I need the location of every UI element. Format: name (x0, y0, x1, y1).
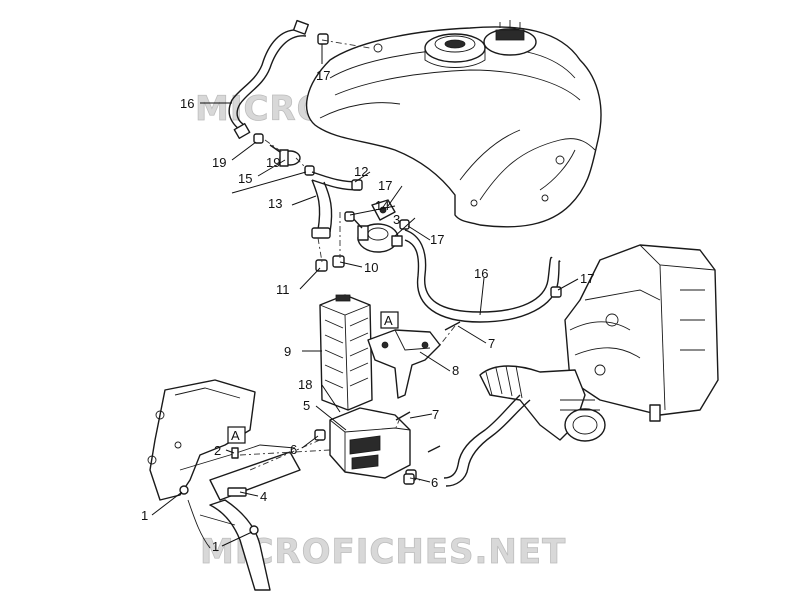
air-filter-box (564, 244, 719, 422)
callout-17-top: 17 (316, 68, 330, 83)
fuel-tank (305, 20, 602, 228)
callout-7-lower: 7 (432, 407, 439, 422)
clip-19b (304, 165, 315, 176)
clip-17-valve (399, 219, 410, 230)
canister-bracket-upper (367, 329, 441, 399)
screw-7a (444, 321, 461, 331)
callout-19-right: 19 (266, 155, 280, 170)
clip-6b (403, 473, 415, 485)
reference-box-a-upper (380, 311, 399, 329)
screw-7c (427, 445, 441, 453)
reference-letter-a-upper: A (384, 313, 393, 328)
callout-17-mid: 17 (378, 178, 392, 193)
reference-letter-a-lower: A (231, 428, 240, 443)
callout-11: 11 (276, 282, 290, 297)
vent-hose-upper (228, 19, 309, 140)
clip-17-mid (344, 211, 355, 222)
callout-17-right: 17 (580, 271, 594, 286)
clamp-10 (332, 255, 345, 268)
clip-4 (227, 487, 247, 497)
callout-6-left: 6 (290, 442, 297, 457)
callout-15: 15 (238, 171, 252, 186)
bolt-2 (231, 447, 239, 459)
drain-hose (443, 394, 531, 487)
callout-18: 18 (298, 377, 312, 392)
callout-17-valve: 17 (430, 232, 444, 247)
clamp-11 (315, 259, 328, 272)
charcoal-canister (319, 294, 373, 411)
hose-12 (311, 171, 363, 191)
callout-13: 13 (268, 196, 282, 211)
callout-9: 9 (284, 344, 291, 359)
callout-1-left: 1 (141, 508, 148, 523)
callout-19-left: 19 (212, 155, 226, 170)
callout-14: 14 (375, 198, 389, 213)
callout-5: 5 (303, 398, 310, 413)
callout-16-lower: 16 (474, 266, 488, 281)
hose-clip-top (317, 33, 329, 45)
callout-16-upper: 16 (180, 96, 194, 111)
clip-6a (314, 429, 326, 441)
callout-3: 3 (393, 212, 400, 227)
callout-10: 10 (364, 260, 378, 275)
callout-8: 8 (452, 363, 459, 378)
callout-6-right: 6 (431, 475, 438, 490)
clip-19a (253, 133, 264, 144)
callout-7-upper: 7 (488, 336, 495, 351)
reference-box-a-lower (227, 426, 246, 444)
hose-13 (311, 179, 333, 239)
callout-12: 12 (354, 164, 368, 179)
callout-4: 4 (260, 489, 267, 504)
callout-1-bottom: 1 (212, 539, 219, 554)
clip-17-right (550, 286, 562, 298)
screw-7b (395, 411, 411, 421)
intake-duct (479, 365, 606, 442)
check-valve (269, 144, 301, 167)
callout-2: 2 (214, 443, 221, 458)
canister-holder (329, 407, 417, 481)
